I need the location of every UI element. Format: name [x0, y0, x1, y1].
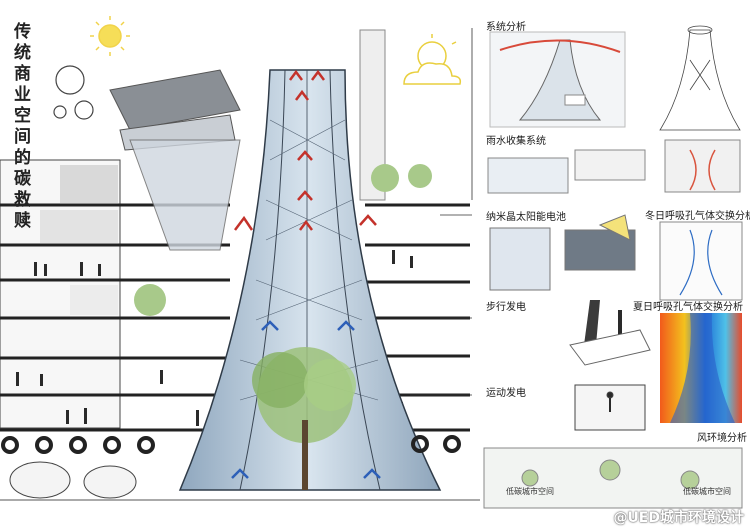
caption-low-carbon-left: 低碳城市空间: [506, 487, 554, 496]
section-summer: 夏日呼吸孔气体交换分析: [633, 302, 743, 313]
section-wind: 风环境分析: [697, 433, 747, 444]
tree-small: [134, 164, 432, 316]
tower-sketch: [659, 25, 741, 131]
winter-exchange-diagram: [659, 221, 743, 301]
section-rain: 雨水收集系统: [486, 136, 546, 147]
gear-icon: [53, 65, 94, 120]
rain-diagram: [487, 139, 741, 194]
section-nano: 纳米晶太阳能电池: [486, 212, 566, 223]
wind-site-plan: [483, 447, 743, 509]
airflow-arrows-blue: [231, 320, 381, 479]
section-system: 系统分析: [486, 22, 526, 33]
sport-figures: [574, 384, 646, 431]
walking-figures: [569, 300, 651, 366]
summer-heatmap: [660, 313, 742, 423]
caption-low-carbon-right: 低碳城市空间: [683, 487, 731, 496]
system-diagram: [489, 31, 626, 128]
tanks: [9, 461, 137, 499]
solar-panels-left: [109, 69, 241, 151]
sun-icon: [90, 16, 130, 56]
section-sport: 运动发电: [486, 388, 526, 399]
section-walking: 步行发电: [486, 302, 526, 313]
sun-cloud-icon: [403, 34, 462, 85]
atrium-truss: [129, 139, 241, 251]
wheels-row: [1, 435, 461, 454]
leader-lines: [410, 28, 473, 396]
nano-solar-diagram: [489, 214, 636, 291]
section-winter: 冬日呼吸孔气体交换分析: [645, 211, 750, 222]
page-title: 传统商业空间的碳救赎: [14, 22, 31, 231]
tree-illustration: [252, 347, 356, 490]
watermark: @UED城市环境设计: [613, 510, 744, 526]
airflow-arrows-red: [234, 69, 377, 231]
